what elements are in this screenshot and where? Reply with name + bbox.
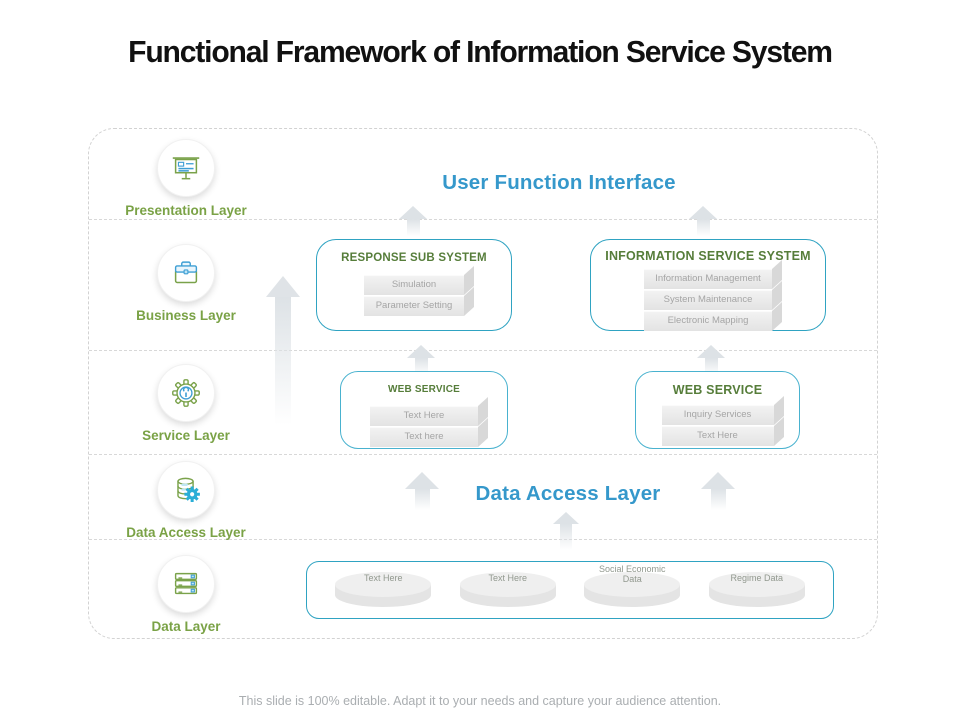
- editable-note: This slide is 100% editable. Adapt it to…: [238, 694, 722, 708]
- data-layer-box: Text Here Text Here Social Economic Data…: [306, 561, 834, 619]
- layer-label: Presentation Layer: [125, 203, 247, 218]
- page-title: Functional Framework of Information Serv…: [128, 34, 833, 69]
- big-up-arrow: [266, 276, 300, 425]
- gear-icon: [157, 364, 215, 422]
- slab-item: Parameter Setting: [364, 296, 464, 316]
- layer-label: Data Layer: [151, 619, 221, 634]
- slab-item: Electronic Mapping: [644, 311, 772, 331]
- data-cylinder: Text Here: [459, 572, 556, 612]
- slab-item: Simulation: [364, 275, 464, 295]
- web-service-box-left: WEB SERVICE Text Here Text here: [340, 371, 508, 449]
- data-cylinder: Regime Data: [708, 572, 805, 612]
- layer-badge-presentation: Presentation Layer: [106, 139, 266, 218]
- layer-badge-data: Data Layer: [106, 555, 266, 634]
- slab-item: Text Here: [661, 426, 774, 446]
- box-title: INFORMATION SERVICE SYSTEM: [605, 249, 811, 263]
- box-title: WEB SERVICE: [672, 383, 763, 397]
- slab-item: Inquiry Services: [661, 405, 774, 425]
- layer-badge-business: Business Layer: [106, 244, 266, 323]
- box-title: RESPONSE SUB SYSTEM: [341, 252, 487, 264]
- data-access-layer-heading: Data Access Layer: [475, 482, 661, 505]
- row-divider: [89, 454, 877, 455]
- up-arrow: [701, 472, 735, 510]
- cylinder-label: Text Here: [488, 573, 527, 583]
- box-title: WEB SERVICE: [387, 384, 461, 395]
- up-arrow: [405, 472, 439, 510]
- slab-item: Information Management: [644, 269, 772, 289]
- cylinder-label: Regime Data: [730, 573, 784, 583]
- layer-label: Service Layer: [142, 428, 230, 443]
- briefcase-icon: [157, 244, 215, 302]
- presentation-icon: [157, 139, 215, 197]
- slab-item: System Maintenance: [644, 290, 772, 310]
- up-arrow: [399, 206, 427, 236]
- diagram-frame: Presentation Layer Business Layer: [88, 128, 878, 639]
- slab-item: Text Here: [370, 406, 478, 426]
- row-divider: [89, 219, 877, 220]
- slab-item: Text here: [370, 427, 478, 447]
- row-divider: [89, 350, 877, 351]
- up-arrow: [689, 206, 717, 236]
- layer-label: Data Access Layer: [126, 525, 246, 540]
- web-service-box-right: WEB SERVICE Inquiry Services Text Here: [635, 371, 800, 449]
- user-function-interface-heading: User Function Interface: [442, 171, 676, 194]
- server-icon: [157, 555, 215, 613]
- layer-badge-data-access: Data Access Layer: [106, 461, 266, 540]
- response-sub-system-box: RESPONSE SUB SYSTEM Simulation Parameter…: [316, 239, 512, 331]
- layer-badge-service: Service Layer: [106, 364, 266, 443]
- database-gear-icon: [157, 461, 215, 519]
- data-cylinder: Text Here: [335, 572, 432, 612]
- information-service-system-box: INFORMATION SERVICE SYSTEM Information M…: [590, 239, 826, 331]
- data-cylinder: Social Economic Data: [584, 564, 681, 612]
- row-divider: [89, 539, 877, 540]
- cylinder-label: Social Economic Data: [598, 564, 666, 584]
- up-arrow: [553, 512, 579, 550]
- up-arrow: [697, 345, 725, 375]
- up-arrow: [407, 345, 435, 375]
- layer-label: Business Layer: [136, 308, 236, 323]
- cylinder-label: Text Here: [363, 573, 403, 583]
